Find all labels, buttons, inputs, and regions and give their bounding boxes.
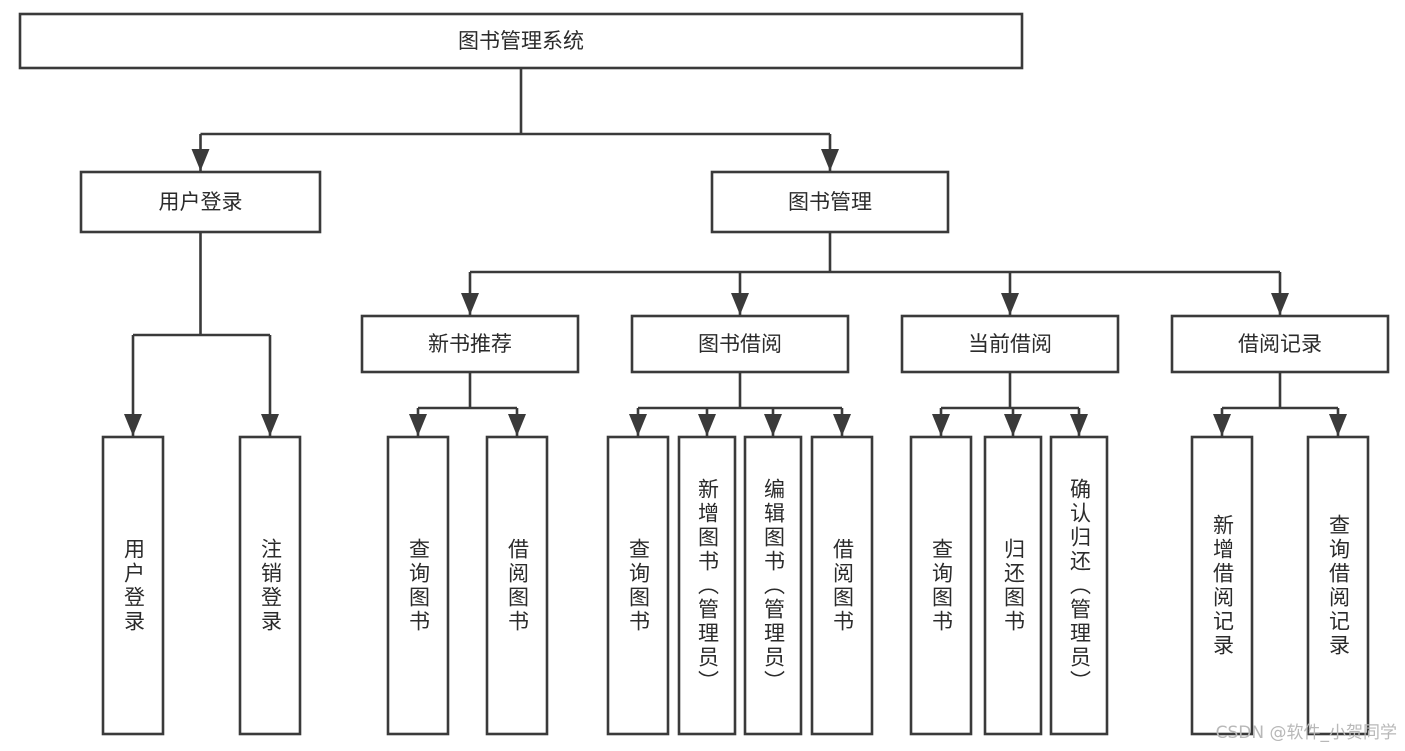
node-current-borrow[interactable]: 当前借阅 (900, 314, 1120, 374)
node-leaf-query-book-borrow-label-text: 查询图书 (626, 537, 651, 634)
node-leaf-query-book-borrow-rect (606, 435, 670, 736)
node-leaf-confirm-return-admin-label-text: 确认归还（管理员） (1067, 477, 1092, 694)
node-leaf-return-book-rect (983, 435, 1043, 736)
node-user-login-rect (79, 170, 322, 234)
watermark-text: CSDN @软件_小贺同学 (1215, 723, 1397, 743)
node-user-login[interactable]: 用户登录 (79, 170, 322, 234)
node-new-book-recommend[interactable]: 新书推荐 (360, 314, 580, 374)
node-leaf-edit-book-admin-label: 编辑图书（管理员） (745, 437, 801, 734)
node-leaf-borrow-book[interactable] (810, 435, 874, 736)
node-borrow-record-rect (1170, 314, 1390, 374)
arrow-head-level2-1 (821, 149, 839, 171)
node-leaf-borrow-book-label-text: 借阅图书 (830, 537, 855, 634)
node-leaf-return-book-label-text: 归还图书 (1001, 537, 1026, 634)
node-leaf-query-borrow-record[interactable] (1306, 435, 1370, 736)
node-leaf-return-book[interactable] (983, 435, 1043, 736)
node-leaf-logout-login-label: 注销登录 (240, 437, 300, 734)
node-new-book-recommend-rect (360, 314, 580, 374)
arrow-head-level3-3 (1271, 293, 1289, 315)
node-book-management-label: 图书管理 (788, 190, 872, 214)
node-root-rect (18, 12, 1024, 70)
node-leaf-add-borrow-record-label-text: 新增借阅记录 (1210, 513, 1235, 658)
node-leaf-query-book-current-label: 查询图书 (911, 437, 971, 734)
node-leaf-query-book-borrow[interactable] (606, 435, 670, 736)
node-leaf-add-borrow-record[interactable] (1190, 435, 1254, 736)
node-book-management-rect (710, 170, 950, 234)
node-leaf-user-login[interactable] (101, 435, 165, 736)
node-leaf-confirm-return-admin-rect (1049, 435, 1109, 736)
node-leaf-return-book-label: 归还图书 (985, 437, 1041, 734)
node-book-borrow[interactable]: 图书借阅 (630, 314, 850, 374)
connectors-layer (124, 68, 1347, 436)
node-leaf-borrow-book-recommend-label: 借阅图书 (487, 437, 547, 734)
arrow-head-level3-2 (1001, 293, 1019, 315)
node-leaf-query-book-current-rect (909, 435, 973, 736)
node-leaf-edit-book-admin[interactable] (743, 435, 803, 736)
node-leaf-query-book-recommend-label-text: 查询图书 (406, 537, 431, 634)
arrow-head-leaf-return-book (1004, 414, 1022, 436)
arrow-head-leaf-query-book-current (932, 414, 950, 436)
arrow-head-leaf-edit-book-admin (764, 414, 782, 436)
node-leaf-user-login-rect (101, 435, 165, 736)
node-leaf-add-book-admin[interactable] (677, 435, 737, 736)
node-leaf-add-book-admin-label: 新增图书（管理员） (679, 437, 735, 734)
node-leaf-edit-book-admin-label-text: 编辑图书（管理员） (761, 477, 786, 694)
node-leaf-borrow-book-recommend-label-text: 借阅图书 (505, 537, 530, 634)
node-book-borrow-label: 图书借阅 (698, 332, 782, 356)
node-leaf-user-login-label-text: 用户登录 (121, 537, 146, 634)
node-leaf-query-book-current-label-text: 查询图书 (929, 537, 954, 634)
arrow-head-level3-1 (731, 293, 749, 315)
node-book-management[interactable]: 图书管理 (710, 170, 950, 234)
arrow-head-level2-0 (191, 149, 210, 171)
node-leaf-logout-login-label-text: 注销登录 (258, 537, 283, 634)
node-book-borrow-rect (630, 314, 850, 374)
node-leaf-add-book-admin-rect (677, 435, 737, 736)
node-current-borrow-rect (900, 314, 1120, 374)
arrow-head-leaf-query-book-borrow (629, 414, 647, 436)
node-leaf-borrow-book-recommend[interactable] (485, 435, 549, 736)
node-borrow-record-label: 借阅记录 (1238, 332, 1322, 356)
node-leaf-confirm-return-admin-label: 确认归还（管理员） (1051, 437, 1107, 734)
arrow-head-leaf-add-book-admin (698, 414, 716, 436)
node-leaf-query-book-current[interactable] (909, 435, 973, 736)
arrow-head-level3-0 (461, 293, 479, 315)
arrow-head-leaf-query-borrow-record (1329, 414, 1347, 436)
arrow-head-leaf-confirm-return-admin (1070, 414, 1088, 436)
node-leaf-query-book-borrow-label: 查询图书 (608, 437, 668, 734)
node-leaf-query-book-recommend[interactable] (386, 435, 450, 736)
node-leaf-query-borrow-record-rect (1306, 435, 1370, 736)
arrow-head-leaf-user-login (124, 414, 142, 436)
node-leaf-confirm-return-admin[interactable] (1049, 435, 1109, 736)
node-leaf-edit-book-admin-rect (743, 435, 803, 736)
node-borrow-record[interactable]: 借阅记录 (1170, 314, 1390, 374)
node-leaf-add-borrow-record-label: 新增借阅记录 (1192, 437, 1252, 734)
node-leaf-borrow-book-label: 借阅图书 (812, 437, 872, 734)
node-leaf-query-book-recommend-rect (386, 435, 450, 736)
node-new-book-recommend-label: 新书推荐 (428, 332, 512, 356)
node-leaf-logout-login[interactable] (238, 435, 302, 736)
node-leaf-query-book-recommend-label: 查询图书 (388, 437, 448, 734)
arrow-head-leaf-add-borrow-record (1213, 414, 1231, 436)
arrow-head-leaf-borrow-book (833, 414, 851, 436)
node-leaf-query-borrow-record-label-text: 查询借阅记录 (1326, 513, 1351, 658)
node-leaf-borrow-book-rect (810, 435, 874, 736)
node-leaf-add-book-admin-label-text: 新增图书（管理员） (695, 477, 720, 694)
node-leaf-logout-login-rect (238, 435, 302, 736)
node-root-label: 图书管理系统 (458, 29, 584, 53)
node-leaf-query-borrow-record-label: 查询借阅记录 (1308, 437, 1368, 734)
arrow-head-leaf-query-book-recommend (409, 414, 427, 436)
node-leaf-borrow-book-recommend-rect (485, 435, 549, 736)
arrow-head-leaf-logout-login (261, 414, 279, 436)
node-leaf-add-borrow-record-rect (1190, 435, 1254, 736)
arrow-head-leaf-borrow-book-recommend (508, 414, 526, 436)
node-current-borrow-label: 当前借阅 (968, 332, 1052, 356)
node-user-login-label: 用户登录 (159, 190, 243, 214)
node-leaf-user-login-label: 用户登录 (103, 437, 163, 734)
node-root[interactable]: 图书管理系统 (18, 12, 1024, 70)
